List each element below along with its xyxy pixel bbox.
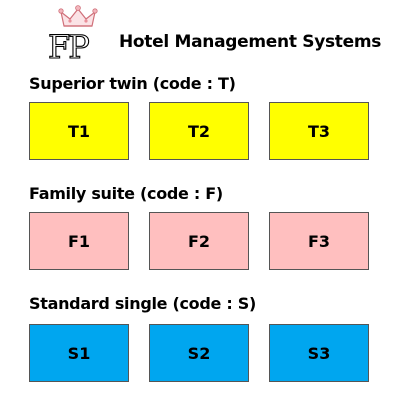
app-title: Hotel Management Systems bbox=[119, 32, 382, 52]
room-button-s1[interactable]: S1 bbox=[29, 324, 129, 382]
section-title-superior-twin: Superior twin (code : T) bbox=[29, 74, 236, 93]
room-label: F1 bbox=[67, 231, 91, 251]
room-label: S1 bbox=[67, 343, 91, 363]
room-label: T2 bbox=[187, 121, 211, 141]
room-label: T3 bbox=[307, 121, 331, 141]
room-button-t2[interactable]: T2 bbox=[149, 102, 249, 160]
room-button-f2[interactable]: F2 bbox=[149, 212, 249, 270]
room-button-s2[interactable]: S2 bbox=[149, 324, 249, 382]
section-title-family-suite: Family suite (code : F) bbox=[29, 184, 223, 203]
section-title-standard-single: Standard single (code : S) bbox=[29, 294, 256, 313]
logo-text: FP bbox=[48, 28, 89, 64]
room-label: S3 bbox=[307, 343, 331, 363]
room-button-t3[interactable]: T3 bbox=[269, 102, 369, 160]
app-header: FP Hotel Management Systems bbox=[44, 4, 384, 64]
fp-crown-logo-icon: FP bbox=[44, 4, 112, 64]
room-label: T1 bbox=[67, 121, 91, 141]
room-label: F3 bbox=[307, 231, 331, 251]
room-button-s3[interactable]: S3 bbox=[269, 324, 369, 382]
room-button-f1[interactable]: F1 bbox=[29, 212, 129, 270]
room-label: F2 bbox=[187, 231, 211, 251]
room-button-t1[interactable]: T1 bbox=[29, 102, 129, 160]
room-button-f3[interactable]: F3 bbox=[269, 212, 369, 270]
room-label: S2 bbox=[187, 343, 211, 363]
